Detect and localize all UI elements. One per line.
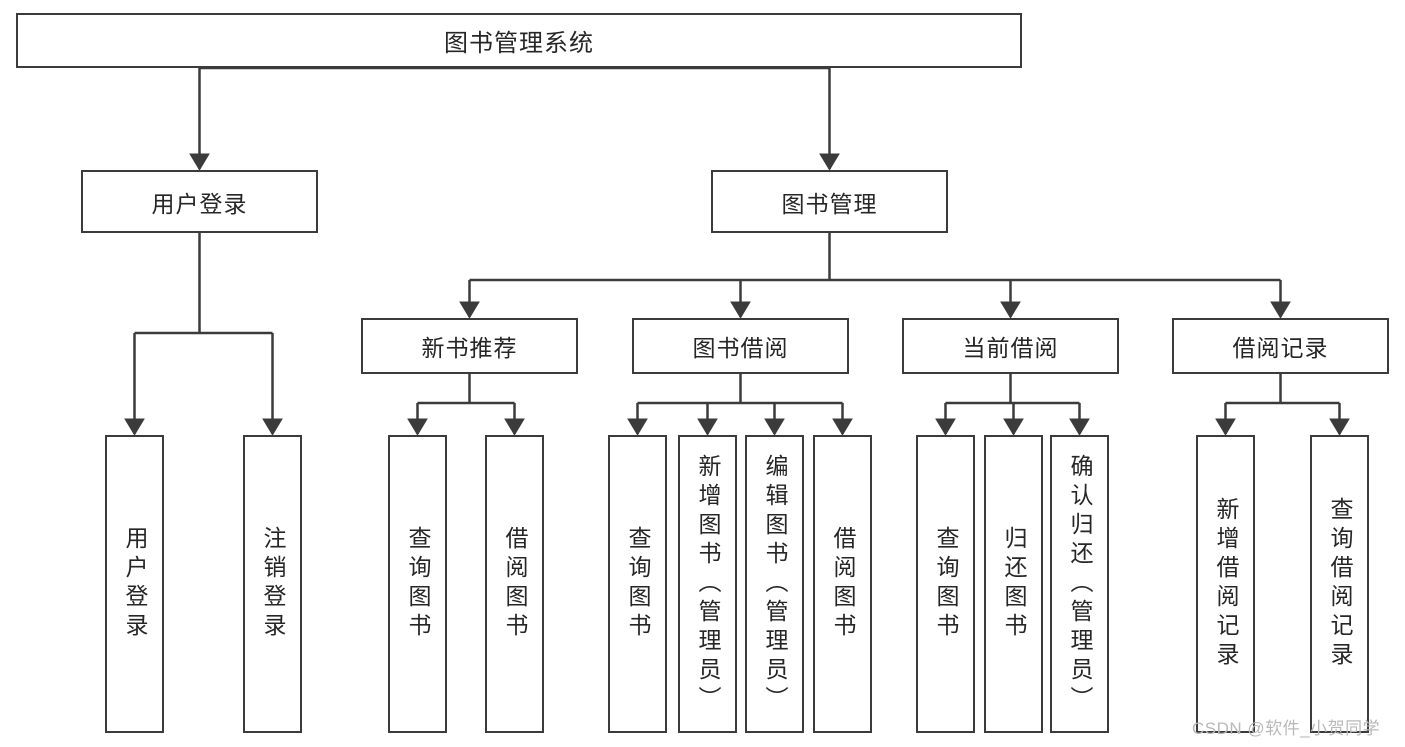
node-leaf-13[interactable]: 查询借阅记录 xyxy=(1310,435,1369,733)
node-leaf-5[interactable]: 查询图书 xyxy=(608,435,667,733)
node-leaf-2[interactable]: 注销登录 xyxy=(243,435,302,733)
node-login[interactable]: 用户登录 xyxy=(81,170,318,233)
csdn-watermark: CSDN @软件_小贺同学 xyxy=(1192,719,1381,738)
node-current[interactable]: 当前借阅 xyxy=(902,318,1119,374)
node-leaf-12[interactable]: 新增借阅记录 xyxy=(1196,435,1255,733)
node-label: 图书管理 xyxy=(781,190,878,217)
node-label: 当前借阅 xyxy=(962,335,1059,361)
node-leaf-7[interactable]: 编辑图书（管理员） xyxy=(745,435,804,733)
node-leaf-11[interactable]: 确认归还（管理员） xyxy=(1050,435,1109,733)
node-label: 新书推荐 xyxy=(421,335,518,361)
node-label: 新增借阅记录 xyxy=(1213,497,1239,671)
node-label: 用户登录 xyxy=(122,526,148,642)
node-label: 查询借阅记录 xyxy=(1327,497,1353,671)
node-label: 查询图书 xyxy=(405,526,431,642)
node-label: 借阅图书 xyxy=(830,526,856,642)
node-label: 确认归还（管理员） xyxy=(1067,453,1093,715)
node-leaf-10[interactable]: 归还图书 xyxy=(984,435,1043,733)
node-label: 编辑图书（管理员） xyxy=(762,453,788,715)
node-label: 借阅图书 xyxy=(502,526,528,642)
node-records[interactable]: 借阅记录 xyxy=(1172,318,1389,374)
node-label: 用户登录 xyxy=(151,190,248,217)
node-label: 注销登录 xyxy=(260,526,286,642)
node-label: 借阅记录 xyxy=(1232,335,1329,361)
node-label: 图书管理系统 xyxy=(444,30,594,57)
node-leaf-3[interactable]: 查询图书 xyxy=(388,435,447,733)
node-newbook[interactable]: 新书推荐 xyxy=(361,318,578,374)
node-label: 新增图书（管理员） xyxy=(695,453,721,715)
node-leaf-4[interactable]: 借阅图书 xyxy=(485,435,544,733)
node-leaf-8[interactable]: 借阅图书 xyxy=(813,435,872,733)
node-leaf-9[interactable]: 查询图书 xyxy=(916,435,975,733)
node-leaf-1[interactable]: 用户登录 xyxy=(105,435,164,733)
node-label: 图书借阅 xyxy=(692,335,789,361)
node-bookmgmt[interactable]: 图书管理 xyxy=(711,170,948,233)
node-leaf-6[interactable]: 新增图书（管理员） xyxy=(678,435,737,733)
node-label: 归还图书 xyxy=(1001,526,1027,642)
node-label: 查询图书 xyxy=(933,526,959,642)
node-root[interactable]: 图书管理系统 xyxy=(16,13,1022,68)
node-borrow[interactable]: 图书借阅 xyxy=(632,318,849,374)
node-label: 查询图书 xyxy=(625,526,651,642)
